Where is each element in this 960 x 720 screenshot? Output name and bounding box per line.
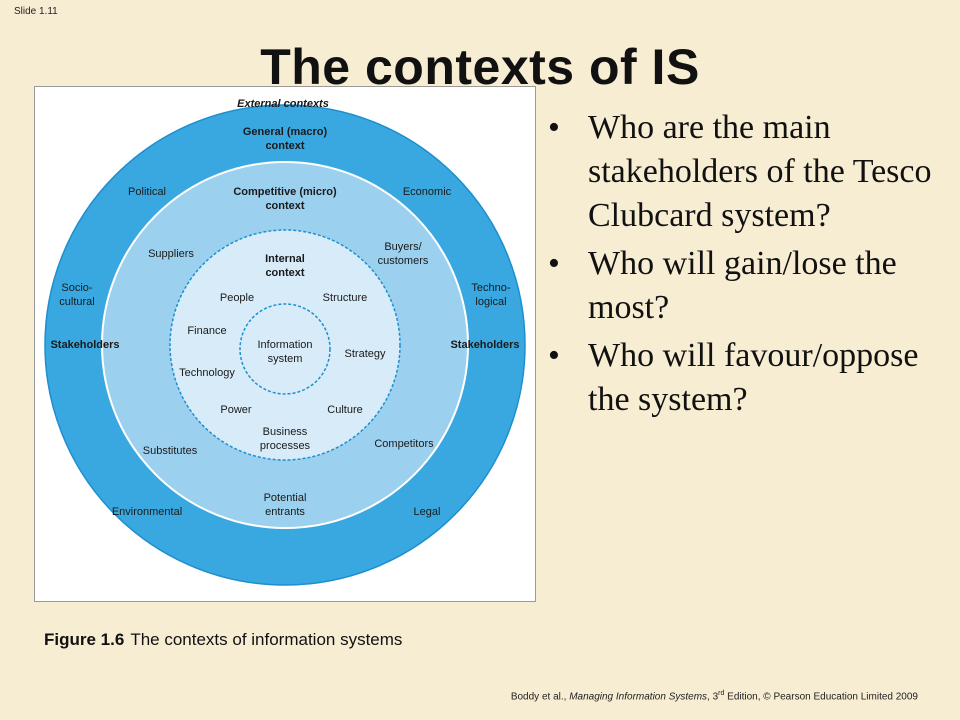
question-text: Who will favour/oppose the system? (588, 337, 919, 418)
socio-cultural-label-1: Socio- (61, 282, 93, 294)
business-processes-label-1: Business (263, 426, 308, 438)
general-context-label-2: context (265, 140, 304, 152)
page-title: The contexts of IS (260, 39, 700, 95)
culture-label: Culture (327, 404, 362, 416)
question-text: Who will gain/lose the most? (588, 245, 897, 326)
buyers-label-1: Buyers/ (384, 241, 422, 253)
question-item: • Who will favour/oppose the system? (548, 334, 948, 422)
technological-label-2: logical (475, 296, 506, 308)
environmental-label: Environmental (112, 506, 182, 518)
internal-context-label-2: context (265, 267, 304, 279)
bullet-icon: • (548, 337, 560, 374)
competitive-context-label-1: Competitive (micro) (233, 186, 337, 198)
socio-cultural-label-2: cultural (59, 296, 94, 308)
contexts-diagram: External contexts General (macro) contex… (34, 86, 536, 602)
structure-label: Structure (323, 292, 368, 304)
entrants-label-2: entrants (265, 506, 305, 518)
footer-edition: , 3 (707, 691, 719, 703)
footer-edition-sup: rd (718, 690, 725, 697)
question-text: Who are the main stakeholders of the Tes… (588, 109, 932, 234)
core-circle (239, 303, 331, 395)
question-item: • Who will gain/lose the most? (548, 242, 948, 330)
finance-label: Finance (187, 325, 226, 337)
business-processes-label-2: processes (260, 440, 311, 452)
figure-caption-text: The contexts of information systems (130, 630, 403, 649)
people-label: People (220, 292, 254, 304)
strategy-label: Strategy (345, 348, 386, 360)
economic-label: Economic (403, 186, 452, 198)
buyers-label-2: customers (378, 255, 429, 267)
stakeholders-right-label: Stakeholders (450, 339, 519, 351)
competitive-context-label-2: context (265, 200, 304, 212)
question-list: • Who are the main stakeholders of the Te… (548, 106, 948, 426)
general-context-label-1: General (macro) (243, 126, 328, 138)
footer-citation: Boddy et al., Managing Information Syste… (511, 690, 918, 702)
competitors-label: Competitors (374, 438, 434, 450)
figure-caption: Figure 1.6 The contexts of information sy… (44, 630, 402, 650)
internal-context-label-1: Internal (265, 253, 305, 265)
footer-prefix: Boddy et al., (510, 691, 570, 703)
external-contexts-label: External contexts (237, 98, 329, 110)
information-system-label-1: Information (257, 339, 312, 351)
footer-suffix: Edition, © Pearson Education Limited 200… (724, 691, 918, 703)
power-label: Power (220, 404, 252, 416)
bullet-icon: • (548, 245, 560, 282)
substitutes-label: Substitutes (143, 445, 198, 457)
bullet-icon: • (548, 109, 560, 146)
suppliers-label: Suppliers (148, 248, 194, 260)
technological-label-1: Techno- (471, 282, 510, 294)
political-label: Political (128, 186, 166, 198)
question-item: • Who are the main stakeholders of the Te… (548, 106, 948, 238)
footer-book-title: Managing Information Systems (569, 691, 708, 703)
stakeholders-left-label: Stakeholders (50, 339, 119, 351)
slide-number: Slide 1.11 (14, 6, 58, 17)
entrants-label-1: Potential (264, 492, 307, 504)
legal-label: Legal (414, 506, 441, 518)
contexts-diagram-svg: External contexts General (macro) contex… (44, 98, 526, 586)
technology-label: Technology (179, 367, 235, 379)
information-system-label-2: system (268, 353, 303, 365)
figure-caption-label: Figure 1.6 (44, 630, 125, 649)
